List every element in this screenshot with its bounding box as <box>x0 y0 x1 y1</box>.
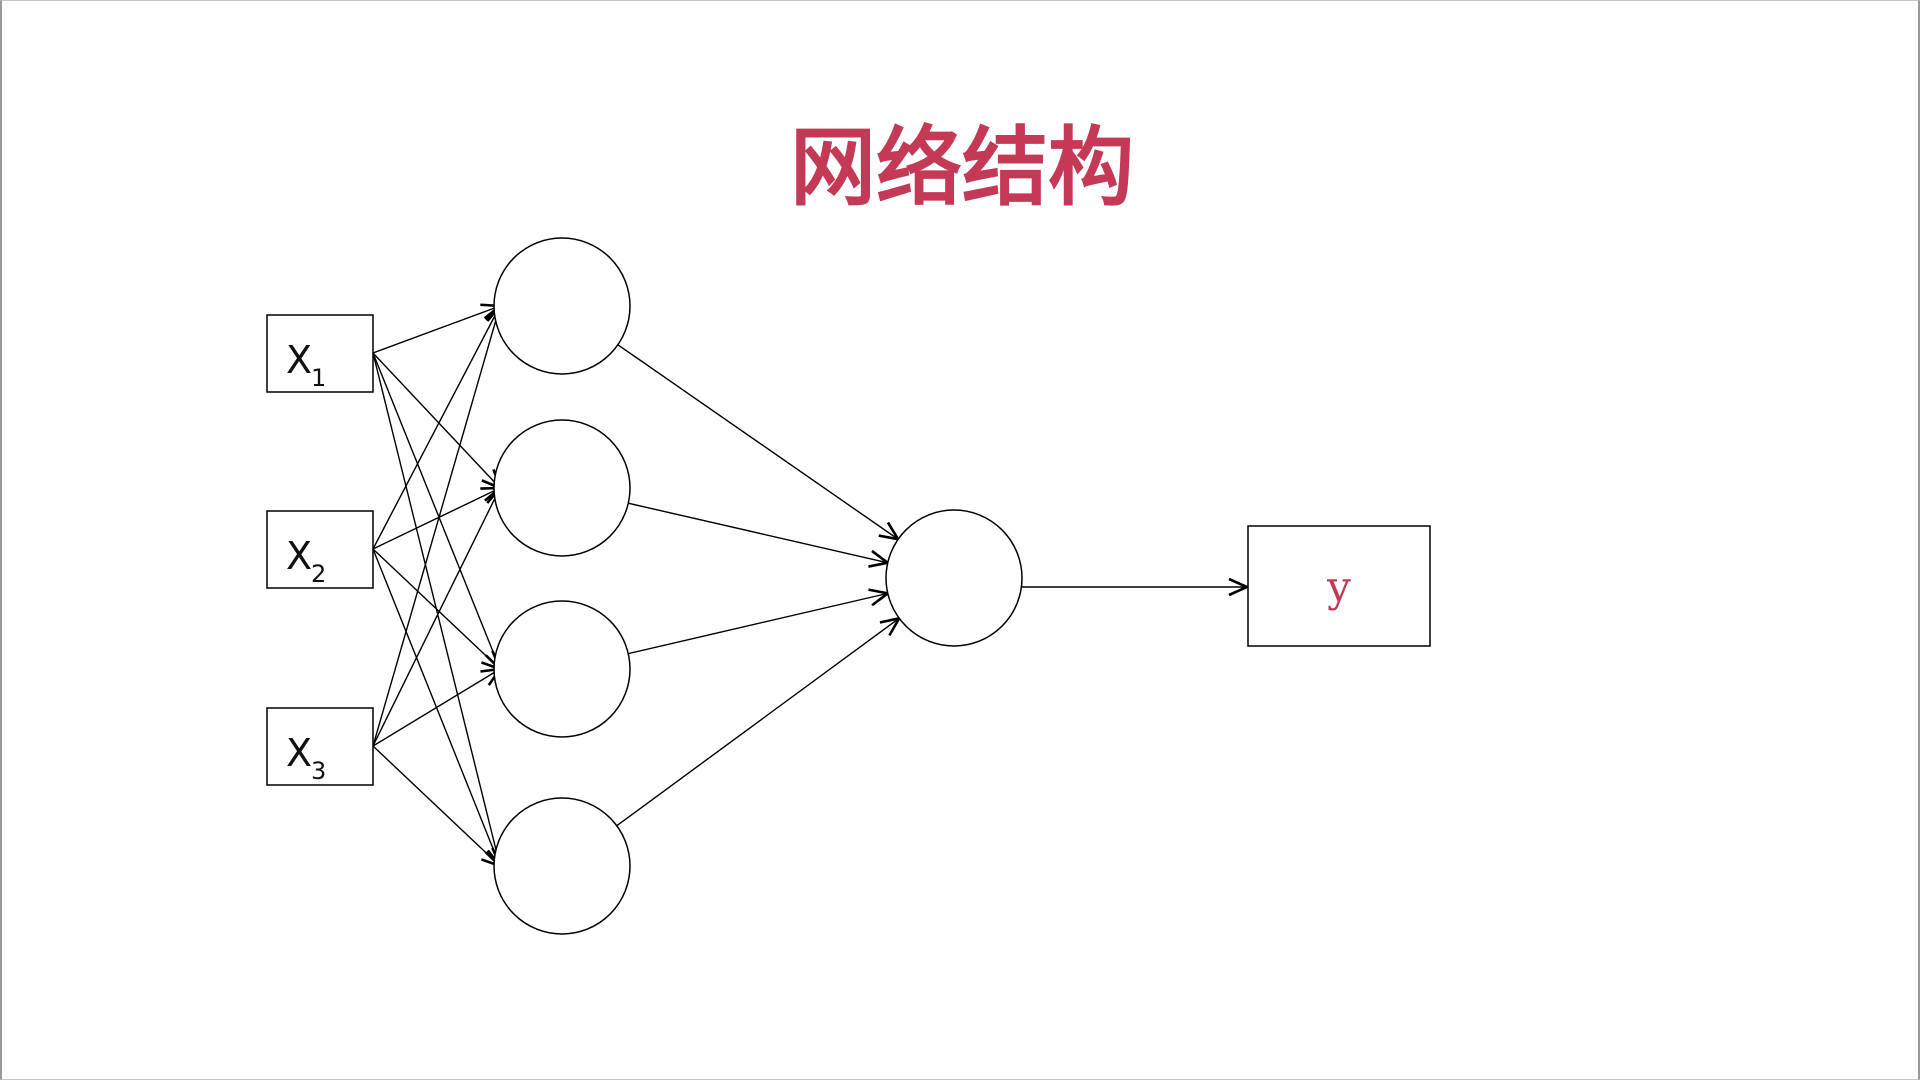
edge-input-3-to-hidden-4 <box>372 745 500 866</box>
edge-input-1-to-hidden-2 <box>372 352 500 488</box>
hidden-neuron-1 <box>493 237 631 375</box>
edge-input-2-to-hidden-2 <box>372 488 500 550</box>
hidden-neuron-4 <box>493 797 631 935</box>
input-label: X <box>286 338 312 382</box>
input-node-x3: X 3 <box>266 707 374 786</box>
edge-hidden-2-to-output <box>628 502 887 563</box>
input-subscript: 2 <box>311 560 326 588</box>
input-label: X <box>286 731 312 775</box>
output-label: y <box>1326 562 1351 611</box>
output-neuron <box>885 509 1023 647</box>
edge-input-3-to-hidden-3 <box>372 669 500 747</box>
edge-input-1-to-hidden-3 <box>372 352 500 669</box>
connection-edges <box>372 306 1247 866</box>
edge-input-2-to-hidden-3 <box>372 548 500 669</box>
edge-input-1-to-hidden-1 <box>372 306 500 354</box>
input-subscript: 3 <box>311 757 326 785</box>
input-label: X <box>286 534 312 578</box>
edge-hidden-4-to-output <box>616 618 899 827</box>
edge-hidden-3-to-output <box>628 593 888 655</box>
output-box-y: y <box>1247 525 1431 647</box>
hidden-neuron-3 <box>493 600 631 738</box>
hidden-neuron-2 <box>493 419 631 557</box>
input-subscript: 1 <box>311 364 326 392</box>
edge-input-3-to-hidden-2 <box>372 488 500 747</box>
edge-hidden-1-to-output <box>617 344 898 539</box>
slide-title: 网络结构 <box>790 118 1134 218</box>
input-node-x1: X 1 <box>266 314 374 393</box>
edge-input-2-to-hidden-1 <box>372 306 500 550</box>
input-node-x2: X 2 <box>266 510 374 589</box>
edge-input-3-to-hidden-1 <box>372 306 500 747</box>
